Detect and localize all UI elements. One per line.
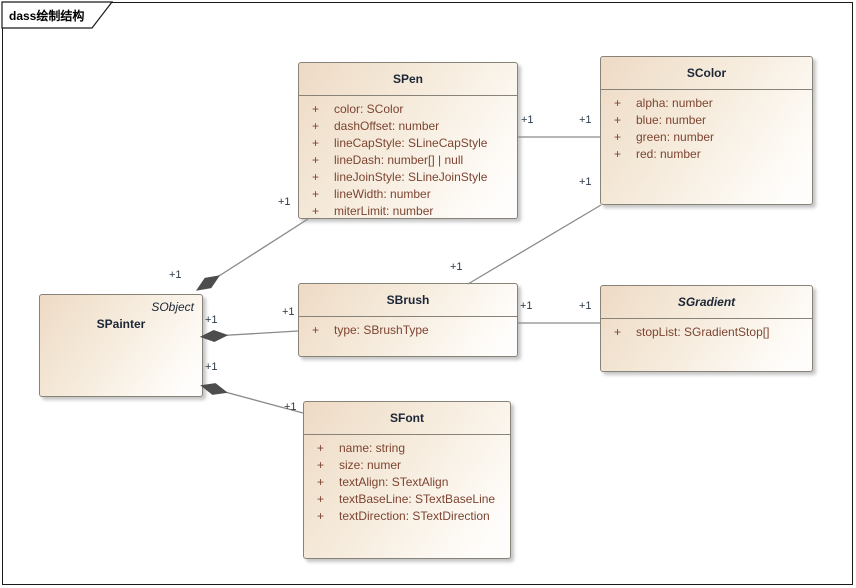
multiplicity-label-brush-color-from: +1 <box>450 261 463 273</box>
attribute-row: + alpha: number <box>601 95 812 112</box>
class-box-sbrush[interactable]: SBrush + type: SBrushType <box>298 283 518 357</box>
class-title-sbrush: SBrush <box>299 284 517 317</box>
attribute-text: size: numer <box>339 458 402 472</box>
attribute-row: + type: SBrushType <box>299 322 517 339</box>
attribute-compartment-sbrush: + type: SBrushType <box>299 317 517 339</box>
attribute-text: lineDash: number[] | null <box>334 153 464 167</box>
multiplicity-label-pen-color-from: +1 <box>521 114 534 126</box>
multiplicity-label-painter-brush-from: +1 <box>205 314 218 326</box>
class-title-sgradient: SGradient <box>601 286 812 319</box>
visibility-public-symbol: + <box>312 153 320 167</box>
visibility-public-symbol: + <box>317 509 325 523</box>
attribute-row: + dashOffset: number <box>299 118 517 135</box>
multiplicity-label-brush-gradient-from: +1 <box>520 300 533 312</box>
attribute-text: miterLimit: number <box>334 204 434 218</box>
attribute-row: + textDirection: STextDirection <box>304 508 510 525</box>
visibility-public-symbol: + <box>312 204 320 218</box>
multiplicity-label-pen-color-to: +1 <box>579 114 592 126</box>
frame-label-pentagon <box>1 1 114 29</box>
attribute-row: + red: number <box>601 146 812 163</box>
multiplicity-label-painter-pen-from: +1 <box>169 269 182 281</box>
attribute-text: dashOffset: number <box>334 119 440 133</box>
class-box-spainter[interactable]: SObject SPainter <box>39 294 203 397</box>
attribute-row: + textBaseLine: STextBaseLine <box>304 491 510 508</box>
class-title-spen: SPen <box>299 63 517 96</box>
visibility-public-symbol: + <box>312 187 320 201</box>
class-box-sgradient[interactable]: SGradient + stopList: SGradientStop[] <box>600 285 813 372</box>
parent-class-label: SObject <box>151 300 194 314</box>
visibility-public-symbol: + <box>312 323 320 337</box>
attribute-row: + green: number <box>601 129 812 146</box>
attribute-text: red: number <box>636 147 701 161</box>
attribute-row: + lineWidth: number <box>299 186 517 203</box>
visibility-public-symbol: + <box>614 147 622 161</box>
visibility-public-symbol: + <box>614 325 622 339</box>
attribute-text: type: SBrushType <box>334 323 429 337</box>
attribute-compartment-sgradient: + stopList: SGradientStop[] <box>601 319 812 341</box>
frame-label-shape <box>1 1 114 29</box>
attribute-row: + lineDash: number[] | null <box>299 152 517 169</box>
visibility-public-symbol: + <box>317 441 325 455</box>
class-box-sfont[interactable]: SFont + name: string + size: numer + textAlig… <box>303 401 511 559</box>
visibility-public-symbol: + <box>614 130 622 144</box>
visibility-public-symbol: + <box>317 492 325 506</box>
attribute-compartment-spen: + color: SColor + dashOffset: number + lineCa… <box>299 96 517 220</box>
visibility-public-symbol: + <box>614 113 622 127</box>
attribute-row: + lineJoinStyle: SLineJoinStyle <box>299 169 517 186</box>
attribute-row: + blue: number <box>601 112 812 129</box>
attribute-row: + size: numer <box>304 457 510 474</box>
attribute-text: alpha: number <box>636 96 713 110</box>
attribute-row: + color: SColor <box>299 101 517 118</box>
attribute-text: lineJoinStyle: SLineJoinStyle <box>334 170 488 184</box>
attribute-row: + stopList: SGradientStop[] <box>601 324 812 341</box>
attribute-text: color: SColor <box>334 102 404 116</box>
class-box-scolor[interactable]: SColor + alpha: number + blue: number + green… <box>600 56 813 205</box>
visibility-public-symbol: + <box>317 475 325 489</box>
attribute-text: textAlign: STextAlign <box>339 475 449 489</box>
attribute-text: stopList: SGradientStop[] <box>636 325 770 339</box>
attribute-text: textBaseLine: STextBaseLine <box>339 492 496 506</box>
attribute-compartment-scolor: + alpha: number + blue: number + green: numbe… <box>601 90 812 163</box>
multiplicity-label-brush-color-to: +1 <box>579 176 592 188</box>
frame-title: dass绘制结构 <box>9 9 85 23</box>
attribute-row: + name: string <box>304 440 510 457</box>
visibility-public-symbol: + <box>614 96 622 110</box>
multiplicity-label-painter-pen-to: +1 <box>278 196 291 208</box>
attribute-text: textDirection: STextDirection <box>339 509 490 523</box>
class-title-spainter: SPainter <box>96 317 146 331</box>
attribute-text: lineCapStyle: SLineCapStyle <box>334 136 488 150</box>
multiplicity-label-painter-brush-to: +1 <box>282 306 295 318</box>
visibility-public-symbol: + <box>317 458 325 472</box>
visibility-public-symbol: + <box>312 136 320 150</box>
attribute-compartment-sfont: + name: string + size: numer + textAlign: STe… <box>304 435 510 525</box>
attribute-row: + miterLimit: number <box>299 203 517 220</box>
class-title-sfont: SFont <box>304 402 510 435</box>
multiplicity-label-brush-gradient-to: +1 <box>579 300 592 312</box>
attribute-row: + lineCapStyle: SLineCapStyle <box>299 135 517 152</box>
class-title-scolor: SColor <box>601 57 812 90</box>
visibility-public-symbol: + <box>312 102 320 116</box>
attribute-text: name: string <box>339 441 406 455</box>
multiplicity-label-painter-font-from: +1 <box>205 361 218 373</box>
attribute-text: lineWidth: number <box>334 187 431 201</box>
visibility-public-symbol: + <box>312 170 320 184</box>
attribute-text: green: number <box>636 130 715 144</box>
attribute-row: + textAlign: STextAlign <box>304 474 510 491</box>
visibility-public-symbol: + <box>312 119 320 133</box>
multiplicity-label-painter-font-to: +1 <box>284 401 297 413</box>
class-box-spen[interactable]: SPen + color: SColor + dashOffset: number + l… <box>298 62 518 219</box>
attribute-text: blue: number <box>636 113 707 127</box>
